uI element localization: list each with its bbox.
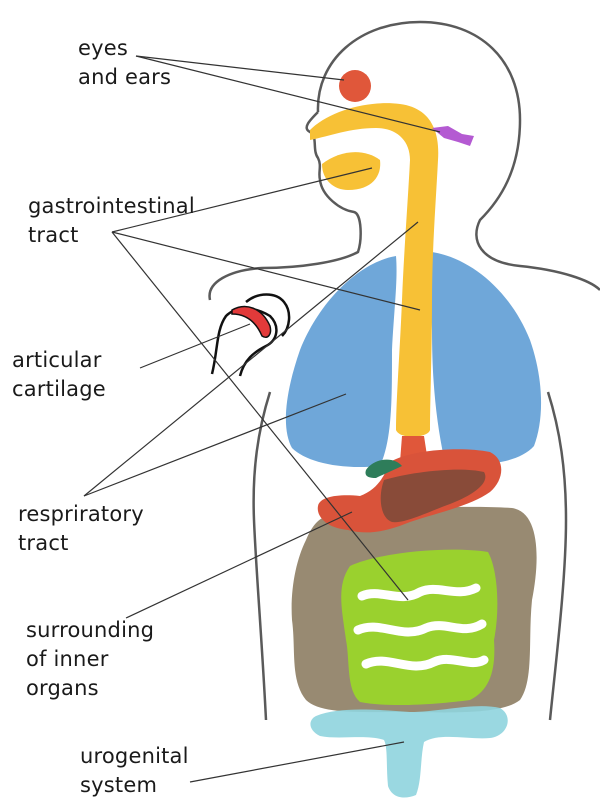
- pointer-ears: [136, 56, 440, 132]
- pointer-urogenital: [190, 742, 404, 782]
- articular-cartilage-icon: [232, 307, 271, 338]
- eye-organ: [339, 70, 371, 102]
- label-urogenital-system: urogenital system: [80, 742, 189, 800]
- ear-organ: [432, 126, 474, 146]
- label-surrounding-of-inner-organs: surrounding of inner organs: [26, 616, 154, 703]
- tongue: [322, 152, 380, 190]
- pointer-cartilage: [140, 324, 250, 368]
- face-outline: [210, 112, 361, 300]
- urogenital-system: [310, 706, 507, 797]
- left-lung: [286, 256, 397, 467]
- label-gastrointestinal-tract: gastrointestinal tract: [28, 192, 195, 250]
- left-torso-outline: [254, 392, 270, 720]
- label-respiratory-tract: respriratory tract: [18, 500, 144, 558]
- label-articular-cartilage: articular cartilage: [12, 346, 106, 404]
- right-torso-outline: [548, 392, 566, 720]
- right-lung: [431, 252, 542, 464]
- label-eyes-and-ears: eyes and ears: [78, 34, 171, 92]
